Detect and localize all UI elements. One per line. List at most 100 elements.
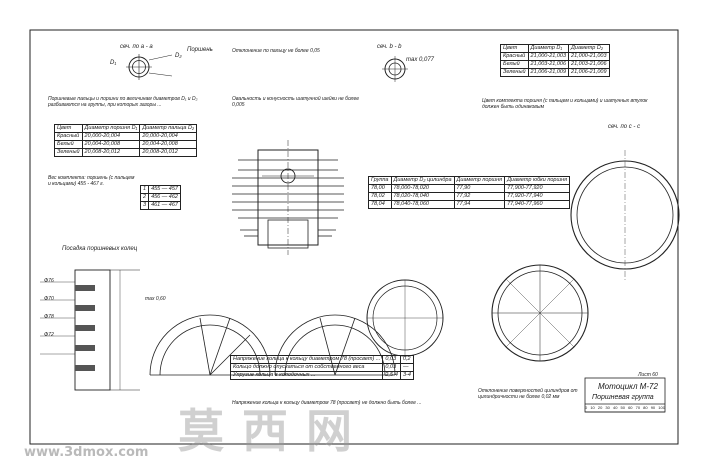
scale-tick: 60 xyxy=(628,405,633,410)
dim-label: Φ76 xyxy=(44,278,54,284)
dim-label: max 0,60 xyxy=(145,296,166,302)
table-row: Кольцо должно опускаться от собственного… xyxy=(229,363,414,372)
cyl-table-header: Диаметр поршня xyxy=(453,176,506,185)
table-row: Белый 20,004-20,008 20,004-20,008 xyxy=(54,140,198,149)
label-d1: D₁ xyxy=(110,60,117,66)
table-row: Упругие кольца в колодочных ... 2,5-4 3-… xyxy=(229,371,414,380)
cylinder-table: Группа Диаметр D₂ цилиндра Диаметр поршн… xyxy=(368,176,571,209)
rod-table-cell: 21,000-21,003 xyxy=(568,52,610,61)
table-row: Зеленый 21,006-21,009 21,006-21,009 xyxy=(500,68,610,77)
cyl-table-cell: 77,92 xyxy=(453,192,506,201)
title-scale: 0 10 20 30 40 50 60 70 80 90 100 xyxy=(585,405,665,410)
label-d2: D₂ xyxy=(175,53,182,59)
spec-table-cell: Напряжение кольца к кольцу диаметром 78 … xyxy=(229,355,384,364)
cyl-table-cell: 78,020-78,040 xyxy=(390,192,455,201)
scale-tick: 20 xyxy=(597,405,603,410)
piston-table-cell: 20,000-20,004 xyxy=(139,132,198,141)
spec-table-cell: 0,2 xyxy=(399,355,414,364)
piston-table-cell: 20,000-20,004 xyxy=(81,132,141,141)
cyl-table-cell: 77,94 xyxy=(453,200,506,209)
weight-table-cell: 1 xyxy=(139,185,150,194)
dim-label: Φ70 xyxy=(44,296,54,302)
spec-table-cell: — xyxy=(399,363,414,372)
scale-tick: 70 xyxy=(635,405,641,410)
table-row: 1 455 — 457 xyxy=(139,185,181,194)
rod-table-cell: 21,006-21,009 xyxy=(527,68,570,77)
note-7: Отклонение поверхностей цилиндров от цил… xyxy=(478,388,578,400)
scale-tick: 100 xyxy=(658,405,665,410)
dim-label: Φ72 xyxy=(44,332,54,338)
spec-table-cell: 0,03 xyxy=(382,363,401,372)
piston-table-cell: 20,008-20,012 xyxy=(139,148,198,157)
title-block xyxy=(584,377,666,413)
cyl-table-cell: 78,000-78,020 xyxy=(390,184,455,193)
piston-table-header: Диаметр пальца D₂ xyxy=(139,124,198,133)
spec-table-cell: 3-4 xyxy=(399,371,414,380)
piston-title: Поршень xyxy=(187,47,213,53)
cyl-table-cell: 77,940-77,960 xyxy=(504,200,571,209)
cyl-table-cell: 78,00 xyxy=(368,184,392,193)
section-small-ring xyxy=(366,279,444,357)
cyl-table-header: Диаметр юбки поршня xyxy=(504,176,571,185)
table-row: 78,04 78,040-78,060 77,94 77,940-77,960 xyxy=(368,200,571,209)
piston-table-header: Цвет xyxy=(54,124,83,133)
piston-section-aa xyxy=(126,54,173,80)
piston-table-cell: 20,004-20,008 xyxy=(81,140,141,149)
rod-table-cell: 21,006-21,009 xyxy=(568,68,610,77)
rod-table-cell: Белый xyxy=(500,60,529,69)
scale-tick: 30 xyxy=(605,405,610,410)
scale-tick: 80 xyxy=(643,405,648,410)
scale-tick: 50 xyxy=(620,405,625,410)
dim-label: Φ78 xyxy=(44,314,54,320)
sheet-number: Лист 60 xyxy=(638,372,658,378)
scale-tick: 40 xyxy=(612,405,618,410)
rod-table-header: Цвет xyxy=(500,44,529,53)
weight-table-cell: 456 — 462 xyxy=(148,193,181,202)
section-cc-circle xyxy=(570,150,680,280)
spec-table-cell: 2,5-4 xyxy=(382,371,401,380)
cyl-table-cell: 77,90 xyxy=(453,184,506,193)
spec-table-cell: 0,03 xyxy=(382,355,401,364)
section-label-cc: сеч. по с - с xyxy=(608,124,641,130)
note-3: Вес комплекта: поршень (с пальцем и коль… xyxy=(48,175,135,187)
table-row: 78,02 78,020-78,040 77,92 77,920-77,940 xyxy=(368,192,571,201)
rings-title: Посадка поршневых колец xyxy=(62,246,138,252)
ring-stack-section xyxy=(40,269,140,391)
cyl-table-cell: 78,04 xyxy=(368,200,392,209)
gap-label: max 0,077 xyxy=(406,57,435,63)
piston-table-cell: Зеленый xyxy=(54,148,83,157)
rod-table-cell: Зеленый xyxy=(500,68,529,77)
rod-table-header: Диаметр D₂ xyxy=(568,44,610,53)
table-row: Красный 20,000-20,004 20,000-20,004 xyxy=(54,132,198,141)
table-row: Красный 21,000-21,003 21,000-21,003 xyxy=(500,52,610,61)
cyl-table-cell: 78,040-78,060 xyxy=(390,200,455,209)
table-row: 78,00 78,000-78,020 77,90 77,900-77,920 xyxy=(368,184,571,193)
rod-table-cell: Красный xyxy=(500,52,529,61)
watermark-logo: 莫西网 xyxy=(178,404,370,458)
table-row: Белый 21,003-21,006 21,003-21,006 xyxy=(500,60,610,69)
spec-table-cell: Упругие кольца в колодочных ... xyxy=(229,371,384,380)
cyl-table-cell: 77,920-77,940 xyxy=(504,192,571,201)
note-2: Поршневые пальцы и поршни по величинам д… xyxy=(48,96,198,108)
piston-table: Цвет Диаметр поршня D₁ Диаметр пальца D₂… xyxy=(54,124,198,157)
drawing-frame xyxy=(29,29,679,445)
weight-table-cell: 455 — 457 xyxy=(148,185,181,194)
scale-tick: 10 xyxy=(590,405,595,410)
note-6: Напряжение кольца к кольцу диаметром 78 … xyxy=(232,400,422,406)
piston-table-cell: Белый xyxy=(54,140,83,149)
cyl-table-header: Группа xyxy=(368,176,392,185)
section-label-bb: сеч. b - b xyxy=(377,44,402,50)
rod-table: Цвет Диаметр D₁ Диаметр D₂ Красный 21,00… xyxy=(500,44,610,77)
note-4: Овальность и конусность шатунной шейки н… xyxy=(232,96,360,108)
weight-table-cell: 3 xyxy=(139,201,150,210)
section-label-aa: сеч. по а - а xyxy=(120,44,153,50)
note-1: Отклонение по пальцу не более 0,05 xyxy=(232,48,320,54)
spec-table: Напряжение кольца к кольцу диаметром 78 … xyxy=(229,355,414,380)
scale-tick: 0 xyxy=(585,405,588,410)
cyl-table-header: Диаметр D₂ цилиндра xyxy=(390,176,455,185)
scale-tick: 90 xyxy=(650,405,656,410)
table-row: 3 461 — 467 xyxy=(139,201,181,210)
rod-table-cell: 21,003-21,006 xyxy=(568,60,610,69)
cyl-table-cell: 78,02 xyxy=(368,192,392,201)
